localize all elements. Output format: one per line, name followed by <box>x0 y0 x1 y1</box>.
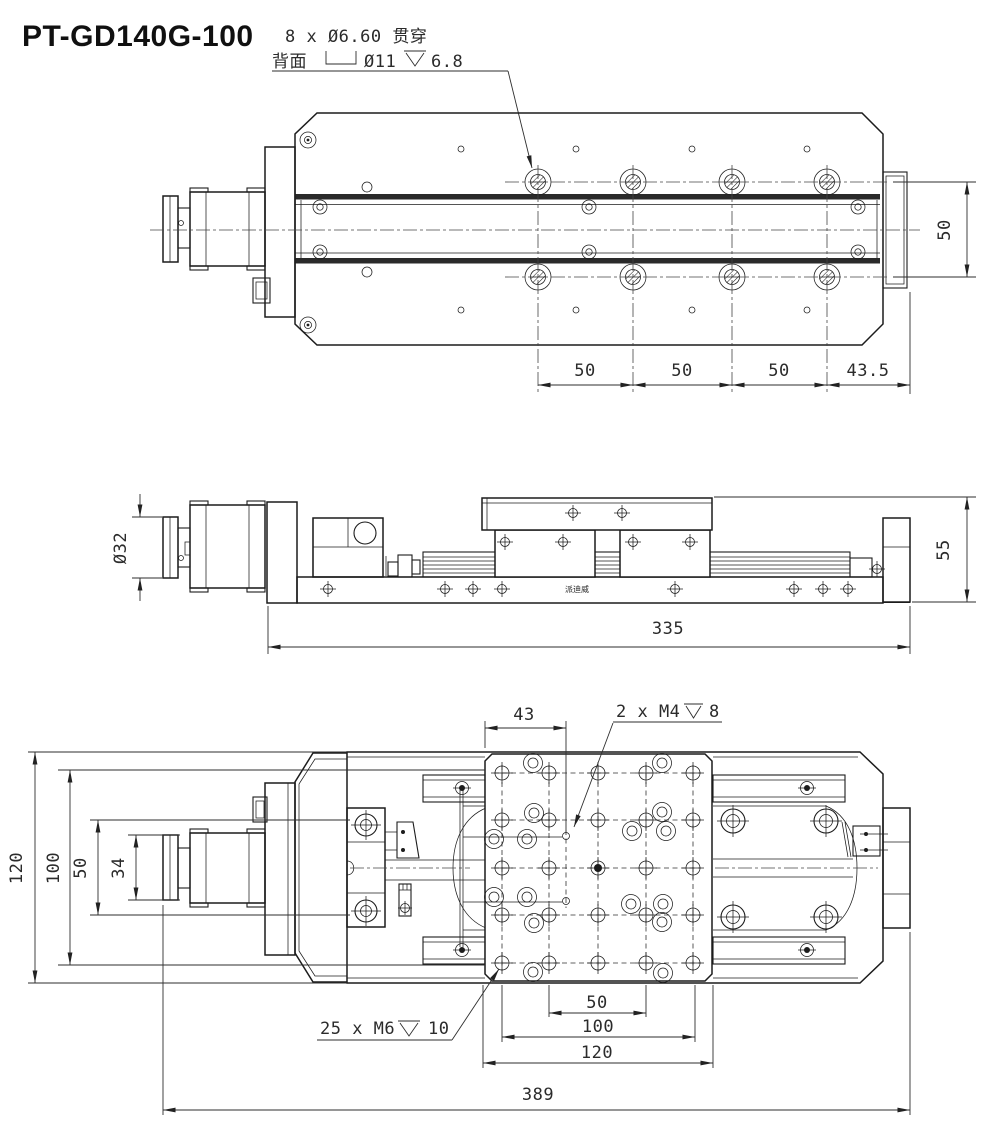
m4-note-text: 2 x M4 <box>616 702 680 722</box>
top-view-base-body <box>294 112 884 346</box>
motor-mount-block <box>346 807 486 928</box>
m6-leader <box>451 968 500 1041</box>
dim-overall-width: 120 <box>7 852 27 884</box>
stepper-motor <box>189 191 266 267</box>
base-plate <box>296 576 884 604</box>
slot-bar-top <box>295 194 880 200</box>
housing-port <box>353 521 377 545</box>
slot-bar-bottom <box>295 258 880 264</box>
dim-pitch-1: 50 <box>574 361 595 381</box>
dim-pitch-50: 50 <box>586 993 607 1013</box>
hole-note-line1: 8 x Ø6.60 贯穿 <box>285 27 427 47</box>
top-view-width-dimension: 50 <box>893 181 976 278</box>
dim-pitch-3b: 50 <box>768 361 789 381</box>
side-view: Ø32 <box>111 494 976 654</box>
handwheel-hub <box>177 847 191 889</box>
dim-knob-dia: Ø32 <box>111 532 131 564</box>
moving-table <box>463 753 713 983</box>
dim-table-120: 120 <box>581 1043 613 1063</box>
dim-overall-length: 389 <box>522 1085 554 1105</box>
dim-hole-row-width: 50 <box>935 219 955 240</box>
stepper-motor <box>189 504 266 589</box>
plan-view-end-plate <box>882 807 911 929</box>
motor-flange <box>264 146 296 318</box>
gib-screw-holes <box>312 199 866 260</box>
end-bearing <box>849 517 911 603</box>
top-view-pitch-dimensions: 50 50 43.5 50 43.5 <box>537 292 911 394</box>
length-dimension: 335 <box>267 606 911 654</box>
carriage-and-table <box>481 497 713 578</box>
dim-height: 55 <box>934 539 954 560</box>
plan-left-dimensions: 120 100 50 34 <box>7 751 485 984</box>
bearing-block-right <box>619 529 711 578</box>
dim-length: 335 <box>652 619 684 639</box>
plan-bottom-dimensions: 50 100 120 389 <box>162 905 911 1115</box>
plan-view: 120 100 50 34 43 2 x M4 8 25 x M6 <box>7 702 911 1115</box>
note-leader <box>507 70 533 169</box>
motor-flange <box>266 501 298 604</box>
m6-hole-grid <box>490 761 705 975</box>
connector <box>252 277 271 304</box>
handwheel-hub <box>177 207 191 249</box>
connector <box>252 796 268 823</box>
handwheel <box>162 195 179 263</box>
top-view-centerlines <box>150 165 920 394</box>
m4-note: 2 x M4 8 <box>573 702 722 828</box>
adjust-screw <box>398 883 412 917</box>
bearing-block-left <box>494 529 596 578</box>
dim-pitch-2: 50 <box>671 361 692 381</box>
mount-hole-note: 8 x Ø6.60 贯穿 背面 Ø11 6.8 <box>272 27 533 169</box>
motor-bracket <box>294 752 347 983</box>
hole-note-cbore-depth: 6.8 <box>431 52 463 72</box>
top-view: 8 x Ø6.60 贯穿 背面 Ø11 6.8 <box>150 27 976 394</box>
dim-m4-offset: 43 <box>513 705 534 725</box>
m6-note: 25 x M6 10 <box>317 968 500 1041</box>
m4-holes <box>562 830 570 908</box>
plan-view-motor-assembly <box>162 752 347 983</box>
m6-note-text: 25 x M6 <box>320 1019 395 1039</box>
handwheel <box>162 834 179 901</box>
side-view-motor-assembly <box>162 500 298 604</box>
brand-mark: 派迪威 <box>565 584 589 594</box>
limit-switch-left <box>396 821 420 859</box>
depth-symbol <box>684 703 703 719</box>
knob-dia-dimension: Ø32 <box>111 494 162 601</box>
dim-width-50: 50 <box>71 857 91 878</box>
m4-offset-dimension: 43 <box>484 705 567 832</box>
counterbore-mount-holes <box>524 168 841 291</box>
coupling <box>385 554 421 578</box>
cover-screw-holes <box>299 131 373 334</box>
handwheel-hub <box>177 527 191 568</box>
dim-width-34: 34 <box>109 857 129 878</box>
end-cap <box>882 517 911 603</box>
depth-symbol <box>398 1020 420 1037</box>
m4-leader <box>573 722 614 828</box>
height-dimension: 55 <box>714 496 976 603</box>
stepper-motor <box>189 832 266 904</box>
limit-switch-right <box>852 825 881 857</box>
top-view-motor-assembly <box>162 146 296 318</box>
dim-width-100: 100 <box>44 852 64 884</box>
hole-note-cbore-dia: Ø11 <box>364 52 396 72</box>
handwheel <box>162 516 179 579</box>
motor-flange <box>264 782 296 956</box>
drawing-title: PT-GD140G-100 <box>22 20 254 53</box>
counterbore-symbol <box>325 51 357 65</box>
dim-end-offset: 43.5 <box>847 361 890 381</box>
m6-note-depth: 10 <box>428 1019 449 1039</box>
hole-note-backside-label: 背面 <box>272 52 307 72</box>
rail-strips <box>422 774 846 965</box>
small-pin-holes <box>457 145 811 314</box>
m4-note-depth: 8 <box>709 702 720 722</box>
dim-pitch-100: 100 <box>582 1017 614 1037</box>
depth-symbol <box>404 50 426 67</box>
